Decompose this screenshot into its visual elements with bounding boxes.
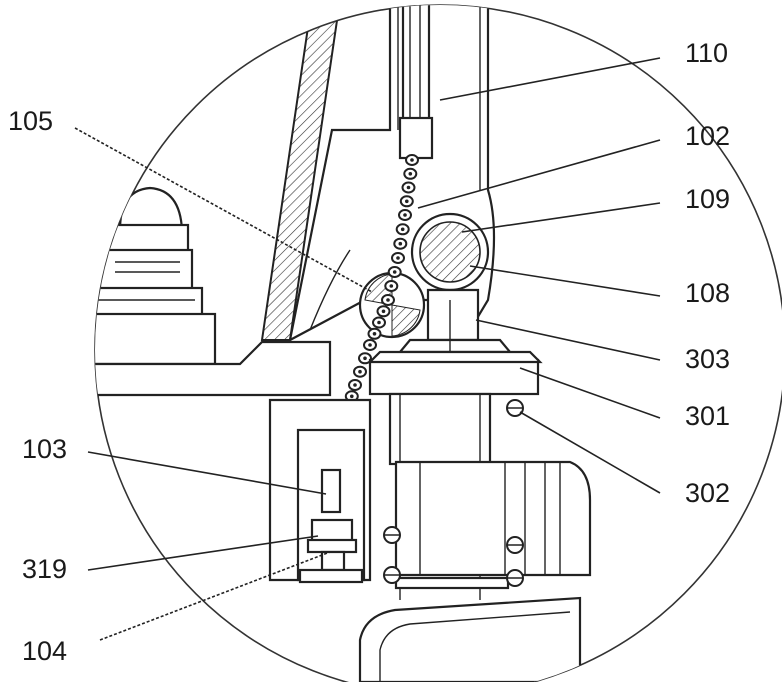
chain-pin bbox=[353, 383, 357, 387]
lower-body bbox=[358, 596, 582, 682]
flange-301 bbox=[367, 350, 543, 396]
label-109: 109 bbox=[685, 184, 730, 214]
label-105: 105 bbox=[8, 106, 53, 136]
chain-pin bbox=[398, 241, 403, 246]
chain-pin bbox=[410, 158, 414, 162]
chain-pin bbox=[372, 332, 377, 336]
chain-pin bbox=[368, 343, 372, 347]
left-turret bbox=[95, 186, 217, 366]
chain-pin bbox=[400, 227, 405, 232]
chain-pin bbox=[389, 284, 394, 288]
chain-pin bbox=[405, 199, 409, 204]
label-301: 301 bbox=[685, 401, 730, 431]
pivot-block bbox=[397, 288, 513, 470]
label-110: 110 bbox=[685, 38, 728, 68]
chain-pin bbox=[408, 172, 413, 176]
chain-pin bbox=[406, 185, 411, 190]
label-302: 302 bbox=[685, 478, 730, 508]
shaft-109 bbox=[410, 212, 490, 292]
label-104: 104 bbox=[22, 636, 67, 666]
reference-labels: 110 105 102 109 108 303 301 103 302 319 … bbox=[8, 38, 730, 666]
label-108: 108 bbox=[685, 278, 730, 308]
label-103: 103 bbox=[22, 434, 67, 464]
leader-lines bbox=[74, 57, 661, 641]
chain-pin bbox=[363, 356, 367, 361]
chain-pin bbox=[392, 270, 397, 274]
mechanism bbox=[95, 5, 592, 682]
chain-pin bbox=[358, 369, 362, 374]
tensioner bbox=[298, 468, 364, 584]
bolts bbox=[383, 399, 524, 587]
chain-pin bbox=[386, 298, 390, 302]
chain-pin bbox=[403, 213, 407, 217]
label-102: 102 bbox=[685, 121, 730, 151]
chain-pin bbox=[377, 320, 381, 325]
chain-pin bbox=[381, 309, 386, 314]
label-319: 319 bbox=[22, 554, 67, 584]
label-303: 303 bbox=[685, 344, 730, 374]
chain-pin bbox=[396, 256, 400, 260]
motor-block bbox=[394, 460, 592, 590]
base-plate bbox=[95, 340, 332, 397]
rod-110 bbox=[398, 5, 434, 160]
chain-pin bbox=[350, 394, 354, 399]
